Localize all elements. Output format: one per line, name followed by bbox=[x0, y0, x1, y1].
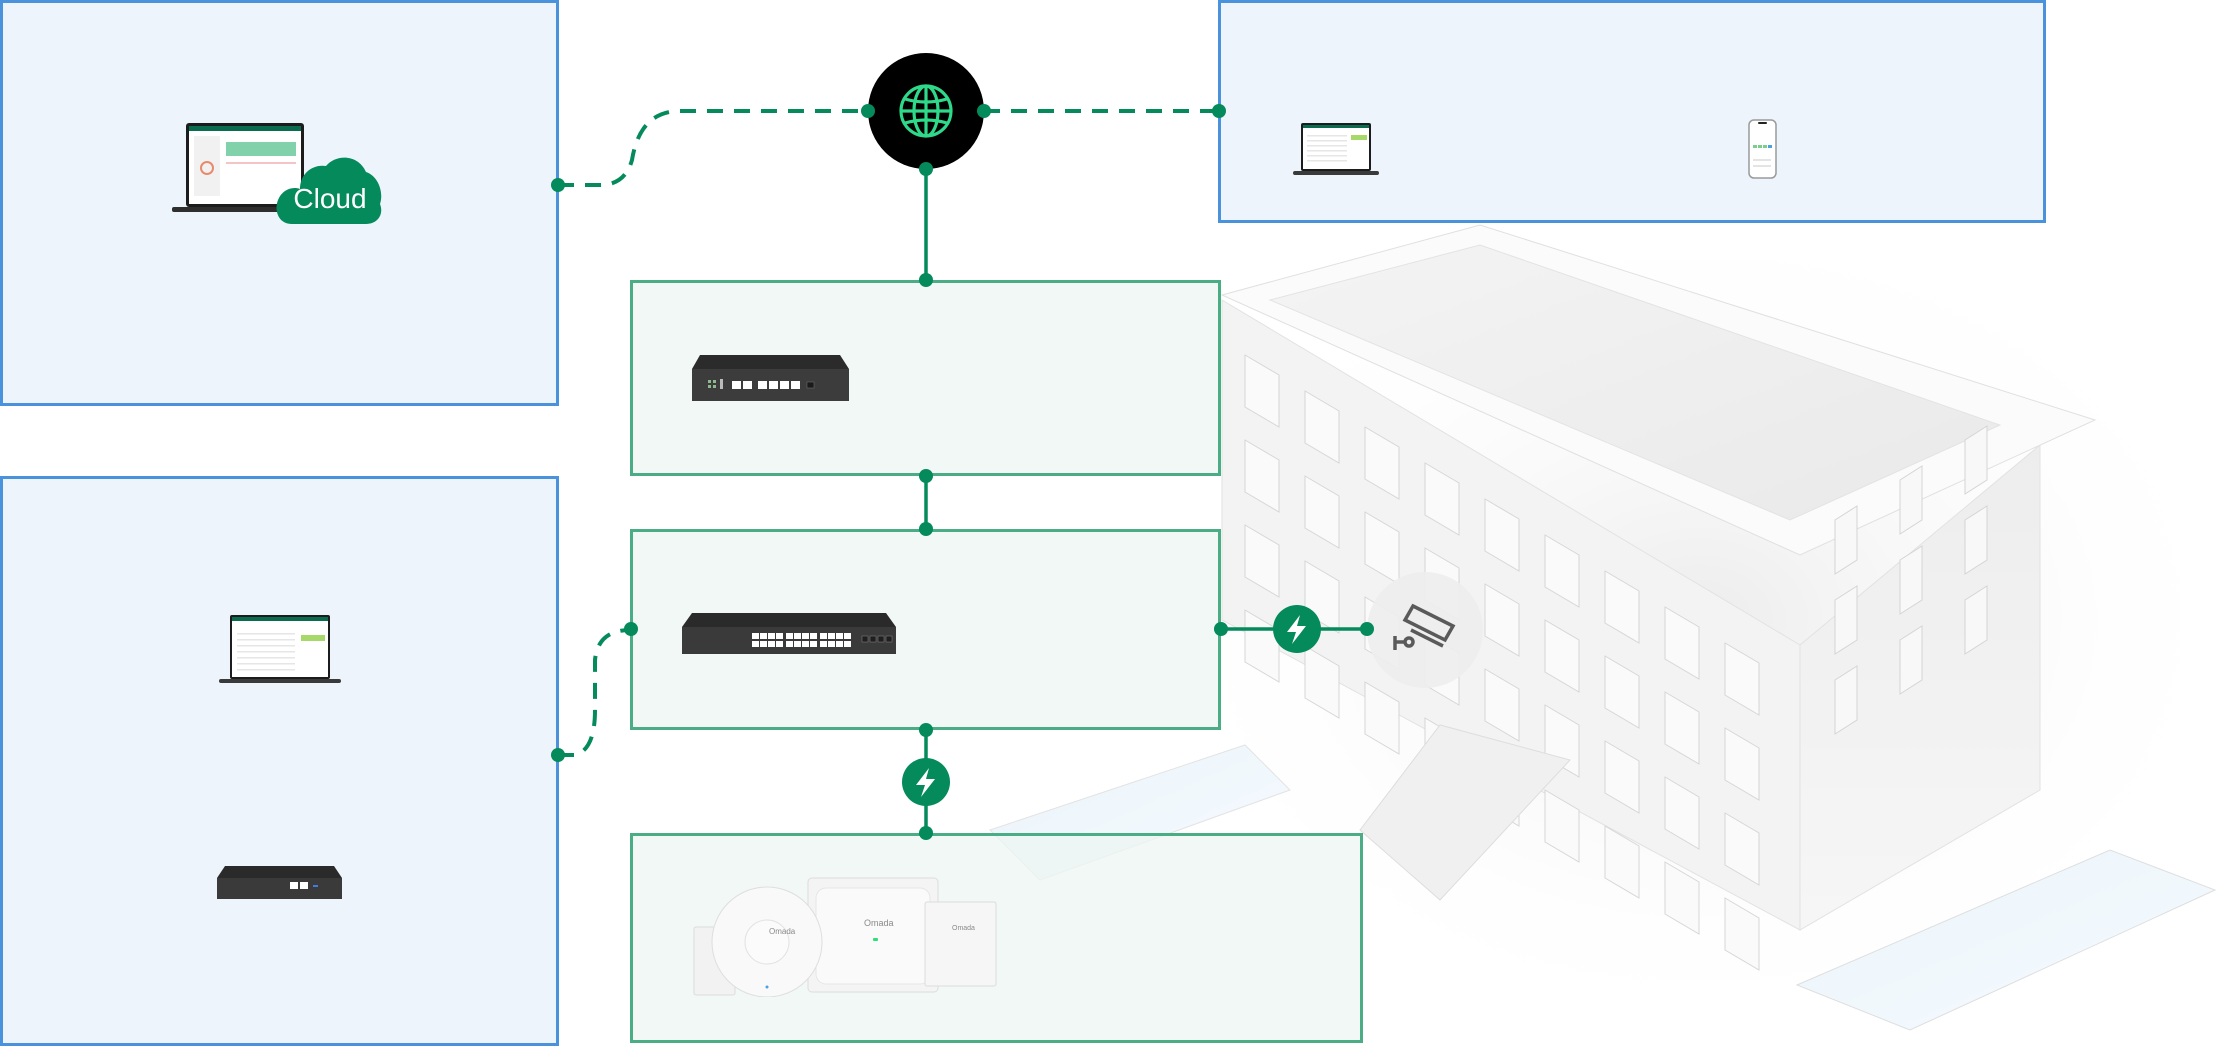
building-stairs bbox=[1359, 724, 1571, 901]
building-window bbox=[1834, 585, 1858, 655]
building-window bbox=[1544, 619, 1580, 693]
building-window bbox=[1604, 825, 1640, 899]
local-management-panel bbox=[0, 476, 559, 1046]
access-points-group bbox=[693, 877, 997, 997]
switch-port bbox=[836, 633, 843, 639]
building-window bbox=[1664, 776, 1700, 850]
remote-access-panel bbox=[1218, 0, 2046, 223]
building-window bbox=[1484, 498, 1520, 572]
building-window bbox=[1304, 390, 1340, 464]
switch-port bbox=[836, 641, 843, 647]
switch-port bbox=[776, 641, 783, 647]
building-window bbox=[1244, 354, 1280, 428]
building-window bbox=[1899, 625, 1923, 695]
switch-port bbox=[768, 633, 775, 639]
gateway-router bbox=[692, 355, 849, 401]
building-window bbox=[1544, 789, 1580, 863]
building-window bbox=[1724, 642, 1760, 716]
switch-port bbox=[844, 641, 851, 647]
poe-switch bbox=[682, 613, 896, 654]
building-window bbox=[1964, 585, 1988, 655]
hardware-controller bbox=[217, 866, 342, 899]
switch-port bbox=[786, 633, 793, 639]
building-window bbox=[1834, 505, 1858, 575]
building-window bbox=[1544, 534, 1580, 608]
switch-port bbox=[844, 633, 851, 639]
building-window bbox=[1304, 475, 1340, 549]
switch-port bbox=[768, 641, 775, 647]
building-window bbox=[1724, 897, 1760, 971]
switch-port bbox=[760, 633, 767, 639]
building-window bbox=[1604, 570, 1640, 644]
switch-port bbox=[752, 633, 759, 639]
remote-dashboard-laptop bbox=[1293, 123, 1379, 175]
building-window bbox=[1664, 691, 1700, 765]
switch-port bbox=[794, 641, 801, 647]
building-window bbox=[1424, 462, 1460, 536]
building-window bbox=[1484, 583, 1520, 657]
cloud-label: Cloud bbox=[293, 183, 367, 214]
switch-port bbox=[760, 641, 767, 647]
building-window bbox=[1724, 812, 1760, 886]
switch-port bbox=[752, 641, 759, 647]
switch-port bbox=[820, 633, 827, 639]
building-window bbox=[1304, 645, 1340, 719]
building-window bbox=[1664, 606, 1700, 680]
switch-port bbox=[802, 641, 809, 647]
outdoor-ap-brand: Omada bbox=[864, 918, 894, 928]
desktop-ap-brand: Omada bbox=[952, 925, 975, 932]
switch-port bbox=[794, 633, 801, 639]
ceiling-ap-brand: Omada bbox=[769, 927, 796, 936]
switch-port bbox=[820, 641, 827, 647]
switch-port bbox=[810, 633, 817, 639]
building-window bbox=[1964, 505, 1988, 575]
building-window bbox=[1604, 740, 1640, 814]
building-window bbox=[1664, 861, 1700, 935]
cloud-dashboard-laptop bbox=[172, 123, 318, 212]
switch-port bbox=[828, 633, 835, 639]
desktop-ap bbox=[924, 901, 997, 987]
switch-port bbox=[786, 641, 793, 647]
building-window bbox=[1899, 545, 1923, 615]
building-window bbox=[1364, 681, 1400, 755]
building-window bbox=[1244, 524, 1280, 598]
local-dashboard-laptop bbox=[219, 615, 341, 683]
building-side-facade bbox=[1799, 443, 2041, 931]
building-window bbox=[1244, 439, 1280, 513]
cloud-icon bbox=[276, 157, 382, 224]
building-window bbox=[1724, 727, 1760, 801]
building-window bbox=[1484, 668, 1520, 742]
building-window bbox=[1899, 465, 1923, 535]
switch-port bbox=[776, 633, 783, 639]
switch-port bbox=[802, 633, 809, 639]
building-window bbox=[1834, 665, 1858, 735]
building-roof bbox=[1268, 244, 2002, 521]
building-window bbox=[1604, 655, 1640, 729]
skylight-right bbox=[1795, 849, 2217, 1031]
switch-port bbox=[828, 641, 835, 647]
building-window bbox=[1364, 426, 1400, 500]
smartphone-app bbox=[1748, 119, 1777, 179]
switch-port bbox=[810, 641, 817, 647]
building-window bbox=[1964, 425, 1988, 495]
